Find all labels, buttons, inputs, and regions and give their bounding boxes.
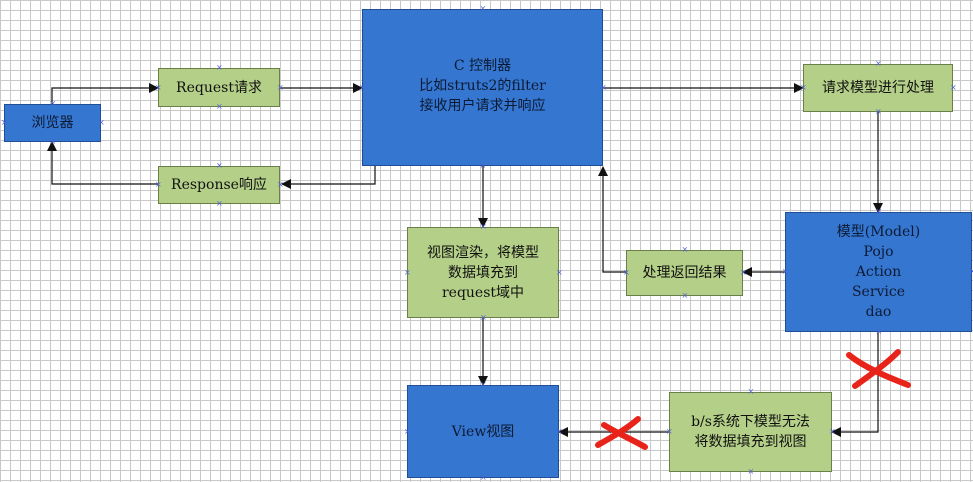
connection-handle-icon: × <box>277 82 284 92</box>
connection-handle-icon: × <box>969 267 973 276</box>
node-model-label-line: Service <box>851 284 906 300</box>
connection-handle-icon: × <box>480 222 487 231</box>
node-request-label-line: Request请求 <box>176 79 262 96</box>
connection-handle-icon: × <box>480 313 487 322</box>
connection-handle-icon: × <box>782 267 789 276</box>
connection-handle-icon: × <box>277 180 284 189</box>
connection-handle-icon: × <box>556 267 563 277</box>
node-view[interactable]: View视图 <box>407 385 559 478</box>
node-process-model-label-line: 请求模型进行处理 <box>822 80 934 96</box>
node-controller-label-line: 接收用户请求并响应 <box>419 98 546 114</box>
connection-handle-icon: × <box>155 180 162 189</box>
arrow-response-to-browser <box>47 141 158 185</box>
node-model-label-line: 模型(Model) <box>836 224 921 240</box>
connection-handle-icon: × <box>216 161 223 170</box>
connection-handle-icon: × <box>829 427 836 436</box>
arrow-return-result-to-controller <box>598 166 626 273</box>
arrow-model-to-bs-note <box>831 332 879 437</box>
connection-handle-icon: × <box>875 327 883 336</box>
connection-handle-icon: × <box>556 426 563 436</box>
connection-handle-icon: × <box>98 118 105 127</box>
connection-handle-icon: × <box>681 291 689 300</box>
connection-handle-icon: × <box>747 387 755 396</box>
node-model-label-line: Pojo <box>863 244 894 260</box>
connection-handle-icon: × <box>404 426 411 436</box>
connection-handle-icon: × <box>479 4 487 13</box>
connection-handle-icon: × <box>155 82 162 92</box>
connection-handle-icon: × <box>1 118 8 127</box>
connection-handle-icon: × <box>480 473 487 482</box>
connection-handle-icon: × <box>479 161 487 170</box>
cross-mark-model-to-bs <box>846 349 911 389</box>
node-render-label-line: 视图渲染，将模型 <box>427 244 539 261</box>
arrow-controller-to-response <box>281 166 376 189</box>
node-response-label-line: Response响应 <box>171 177 267 193</box>
node-controller[interactable]: C 控制器比如struts2的filter 接收用户请求并响应 <box>362 9 603 166</box>
connection-handle-icon: × <box>875 107 882 116</box>
connection-handle-icon: × <box>49 137 57 146</box>
node-model-label-line: dao <box>865 304 892 320</box>
node-bs-note-label-line: b/s系统下模型无法 <box>691 414 810 430</box>
node-render[interactable]: 视图渲染，将模型数据填充到 request域中 <box>407 227 559 318</box>
node-response[interactable]: Response响应 <box>158 166 280 204</box>
node-browser[interactable]: 浏览器 <box>4 104 101 142</box>
node-render-label-line: 数据填充到 <box>448 264 518 281</box>
connection-handle-icon: × <box>800 83 807 92</box>
connection-handle-icon: × <box>666 427 673 436</box>
node-model-label-line: Action <box>855 264 902 280</box>
node-controller-label-line: 比如struts2的filter <box>419 78 546 94</box>
node-return-result[interactable]: 处理返回结果 <box>626 250 743 296</box>
connection-handle-icon: × <box>950 83 957 92</box>
connection-handle-icon: × <box>216 199 223 208</box>
connection-handle-icon: × <box>216 63 223 72</box>
connection-handle-icon: × <box>404 267 411 277</box>
arrow-browser-to-request <box>51 83 159 104</box>
node-bs-note-label-line: 将数据填充到视图 <box>694 434 807 450</box>
connection-handle-icon: × <box>480 380 487 389</box>
connection-handle-icon: × <box>359 82 366 92</box>
connection-handle-icon: × <box>875 59 882 68</box>
node-process-model[interactable]: 请求模型进行处理 <box>803 64 953 112</box>
node-bs-note[interactable]: b/s系统下模型无法将数据填充到视图 <box>669 392 832 472</box>
node-browser-label-line: 浏览器 <box>31 115 74 131</box>
connection-handle-icon: × <box>740 268 747 277</box>
connection-handle-icon: × <box>875 207 883 216</box>
connection-handle-icon: × <box>49 99 57 108</box>
node-controller-label-line: C 控制器 <box>453 58 512 74</box>
node-request[interactable]: Request请求 <box>158 68 280 107</box>
connection-handle-icon: × <box>747 467 755 476</box>
node-view-label-line: View视图 <box>451 423 515 440</box>
cross-mark-bs-to-view <box>595 416 648 450</box>
node-render-label-line: request域中 <box>441 284 525 301</box>
connection-handle-icon: × <box>681 245 689 254</box>
connection-handle-icon: × <box>600 82 607 92</box>
connection-handle-icon: × <box>623 268 630 277</box>
node-return-result-label-line: 处理返回结果 <box>642 265 727 281</box>
connection-handle-icon: × <box>216 102 223 111</box>
